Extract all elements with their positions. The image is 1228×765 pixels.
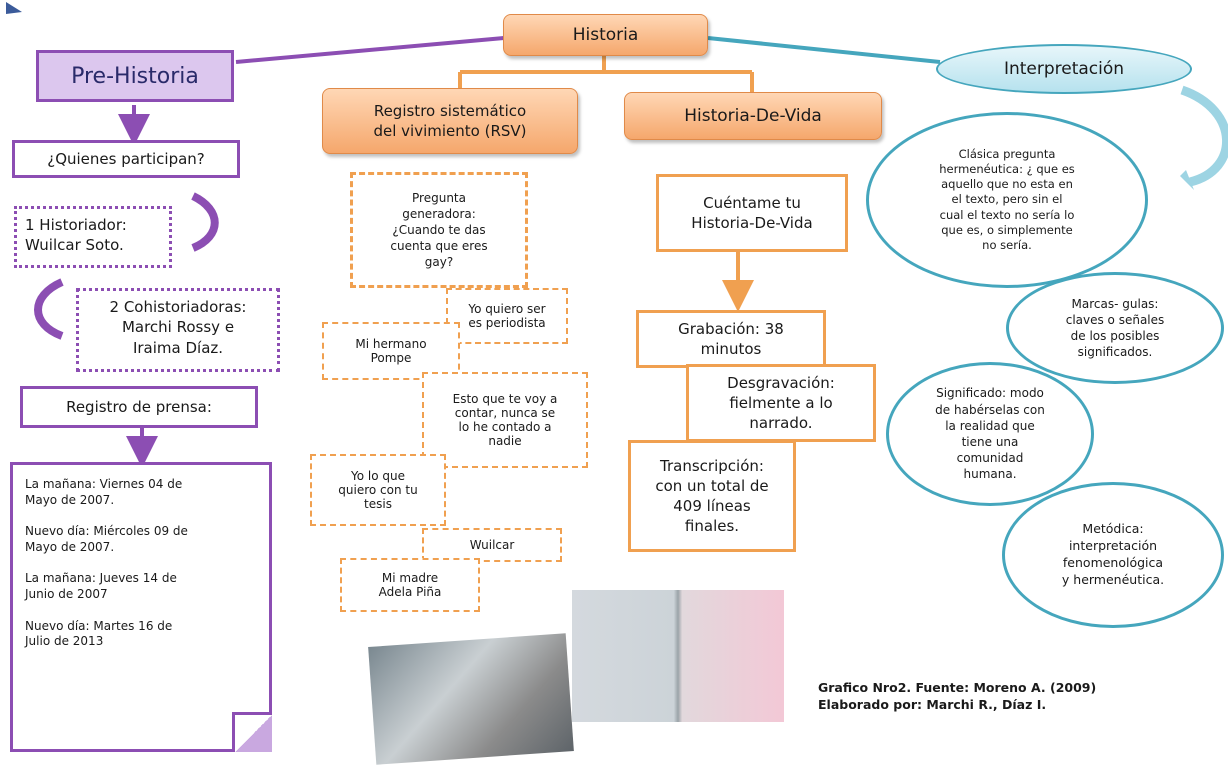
historiador-line: Wuilcar Soto.	[25, 236, 124, 255]
prehistoria-node: Pre-Historia	[36, 50, 234, 102]
caption-line: Elaborado por: Marchi R., Díaz I.	[818, 696, 1047, 712]
transcript-photo	[572, 590, 784, 722]
interpretacion-label: Interpretación	[1003, 58, 1125, 79]
interpretacion-node: Interpretación	[936, 44, 1192, 94]
cohistoriadoras-line: Marchi Rossy e	[121, 318, 235, 337]
registro-prensa-label: Registro de prensa:	[66, 397, 212, 416]
rsv-line: Registro sistemático	[373, 101, 527, 120]
historiador-line: 1 Historiador:	[25, 216, 127, 234]
historia-vida-label: Historia-De-Vida	[684, 105, 822, 126]
cohistoriadoras-line: 2 Cohistoriadoras:	[109, 298, 247, 316]
page-curl	[232, 712, 272, 752]
rsv-line: del vivimiento (RSV)	[373, 122, 527, 140]
root-label: Historia	[572, 24, 639, 45]
historia-vida-node: Historia-De-Vida	[624, 92, 882, 140]
prehistoria-label: Pre-Historia	[71, 63, 199, 89]
cohistoriadoras-node: 2 Cohistoriadoras: Marchi Rossy e Iraima…	[76, 288, 280, 372]
rsv-node: Registro sistemático del vivimiento (RSV…	[322, 88, 578, 154]
quote-wuilcar: Wuilcar	[422, 528, 562, 562]
quienes-label: ¿Quienes participan?	[47, 149, 205, 168]
caption: Grafico Nro2. Fuente: Moreno A. (2009) E…	[818, 680, 1208, 714]
caption-line: Grafico Nro2. Fuente: Moreno A. (2009)	[818, 680, 1097, 695]
root-node: Historia	[503, 14, 708, 56]
notebook-photo	[368, 633, 574, 765]
registro-prensa-node: Registro de prensa:	[20, 386, 258, 428]
historiador-node: 1 Historiador: Wuilcar Soto.	[14, 206, 172, 268]
quienes-node: ¿Quienes participan?	[12, 140, 240, 178]
cohistoriadoras-line: Iraima Díaz.	[132, 338, 224, 357]
